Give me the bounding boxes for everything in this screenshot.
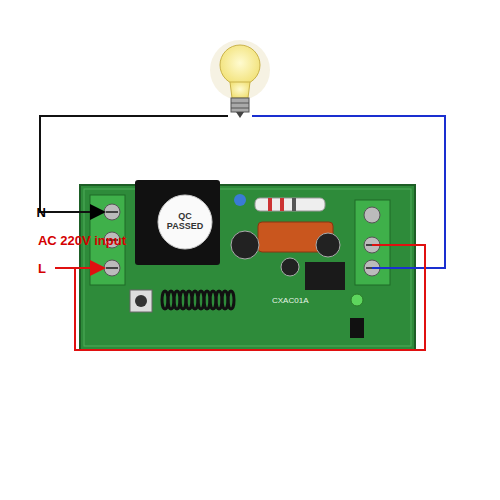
- led: [351, 294, 363, 306]
- electrolytic-capacitor: [231, 231, 259, 259]
- jumper: [350, 318, 364, 338]
- sticker-text: QC PASSED: [165, 212, 205, 232]
- light-bulb: [210, 40, 270, 118]
- neutral-wire: [40, 116, 228, 212]
- ic-chip: [305, 262, 345, 290]
- input-label: AC 220V input: [38, 233, 126, 248]
- terminal-label: N: [37, 205, 46, 220]
- resistor: [255, 198, 325, 211]
- push-button: [130, 290, 152, 312]
- qc-sticker: [158, 195, 212, 249]
- relay: [135, 180, 220, 265]
- small-capacitor: [234, 194, 246, 206]
- board-marking: CXAC01A: [272, 296, 308, 305]
- antenna-coil: [162, 291, 234, 309]
- terminal-label: L: [38, 261, 46, 276]
- pcb-board: [80, 185, 415, 350]
- live-loop-wire: [75, 245, 425, 350]
- terminal-block-right: [355, 200, 390, 285]
- live-wire: [55, 267, 104, 269]
